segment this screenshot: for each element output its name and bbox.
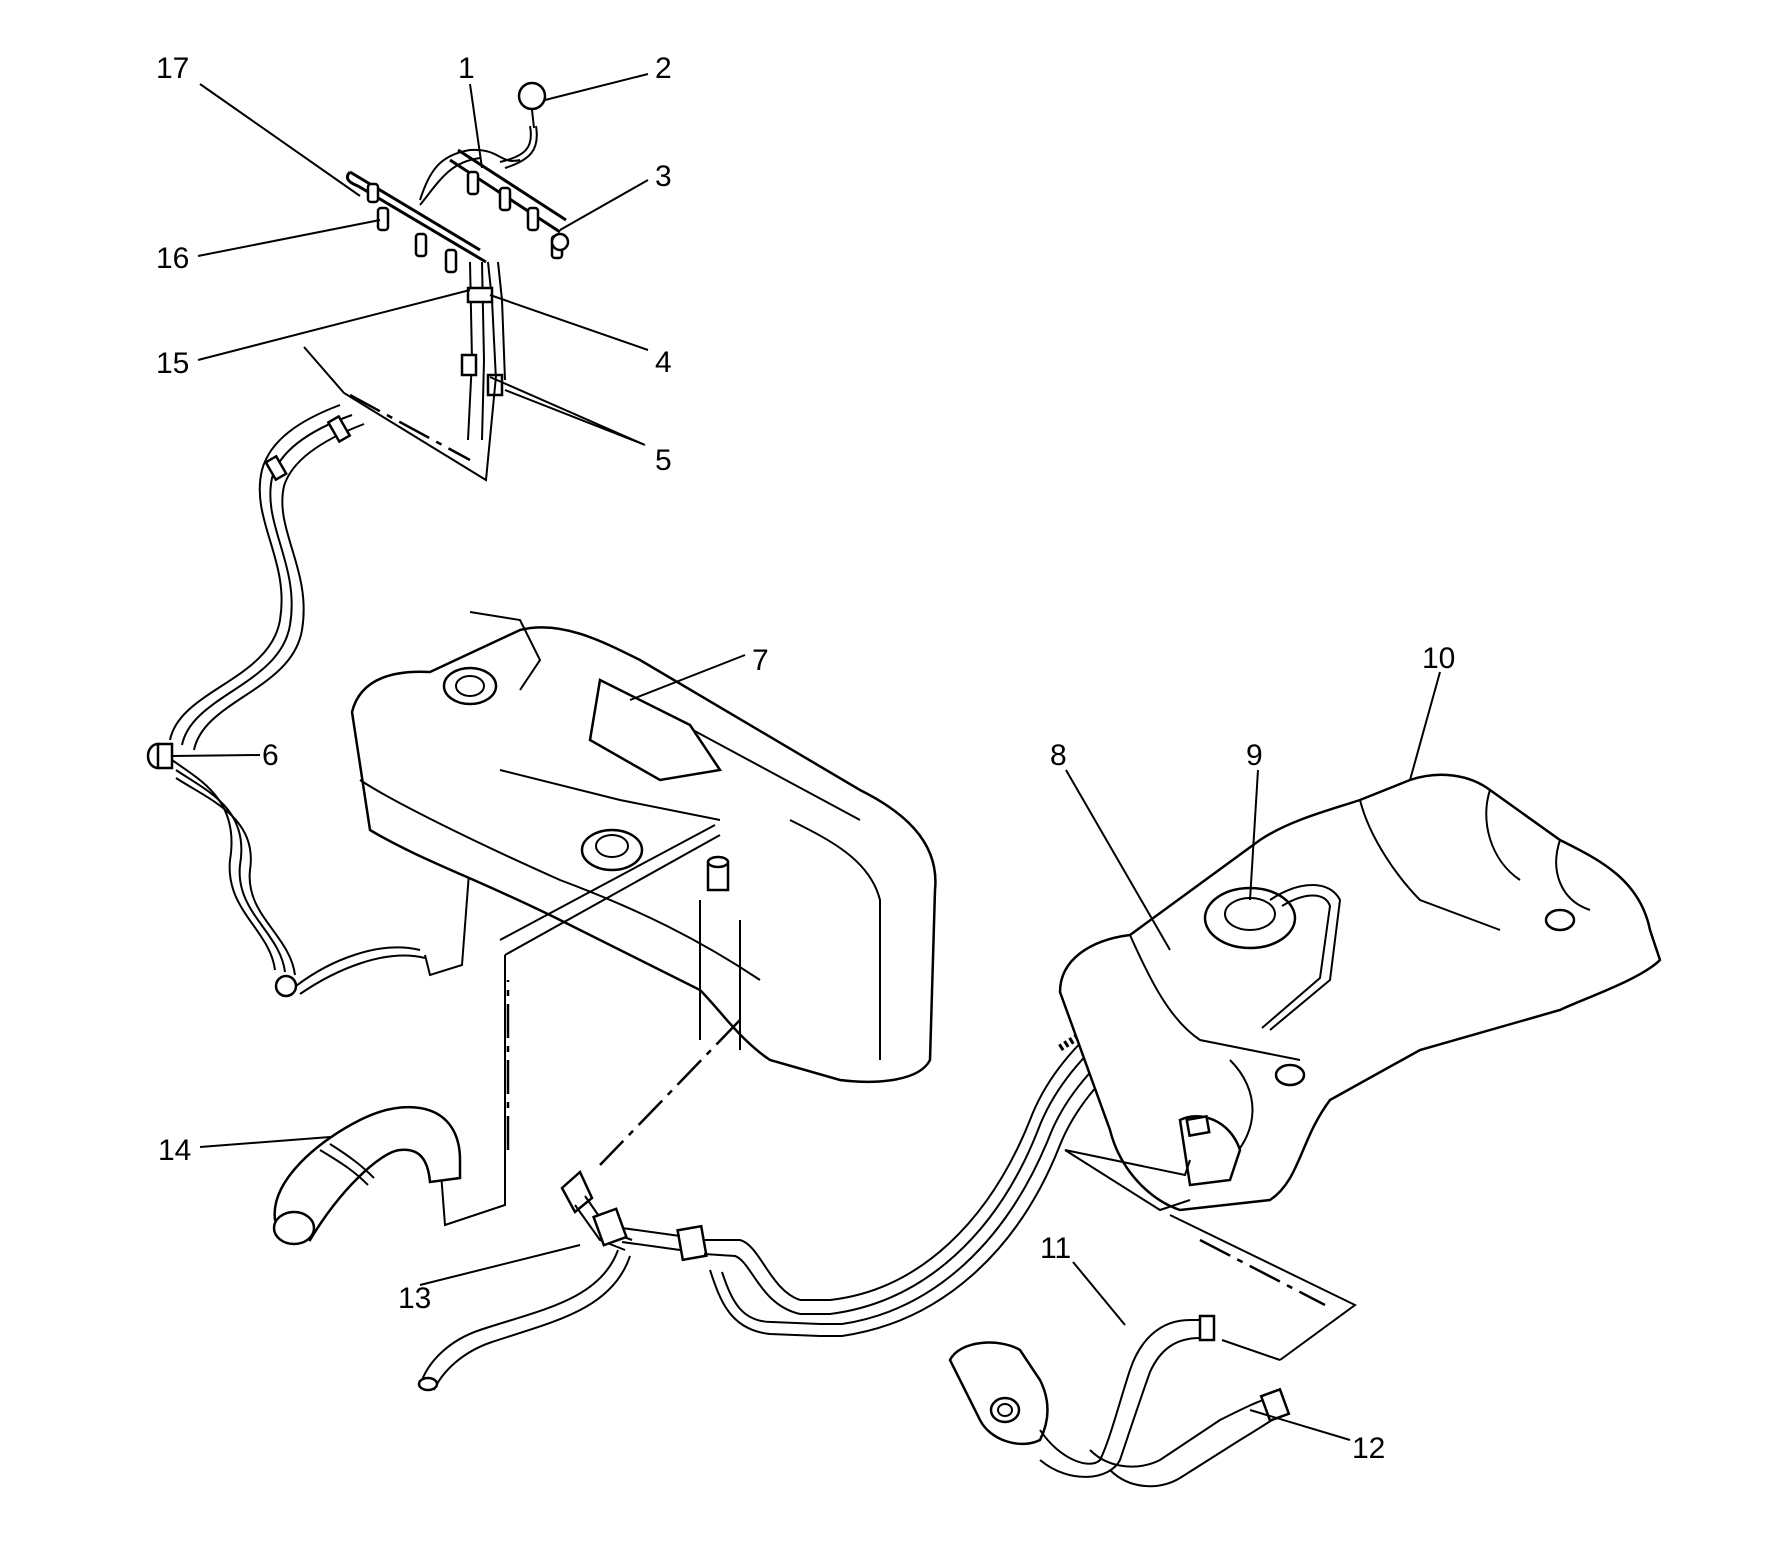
callout-11: 11 (1040, 1232, 1071, 1265)
fuel-rail-assembly (345, 81, 570, 441)
callout-14: 14 (158, 1134, 191, 1167)
fuel-hose-connector (417, 1169, 821, 1392)
callout-8: 8 (1050, 739, 1067, 772)
callout-13: 13 (398, 1282, 431, 1315)
callout-3: 3 (655, 160, 672, 193)
fuel-tank-front (350, 611, 937, 1084)
fuel-tank-rear (1058, 773, 1662, 1212)
callout-2: 2 (655, 52, 672, 85)
callout-10: 10 (1422, 642, 1455, 675)
callout-16: 16 (156, 242, 189, 275)
routing-dash (349, 393, 471, 462)
callout-15: 15 (156, 347, 189, 380)
callout-12: 12 (1352, 1432, 1385, 1465)
leader-lines (171, 73, 1441, 1441)
callout-7: 7 (752, 644, 769, 677)
filler-pipe-assembly (948, 1314, 1291, 1488)
callout-4: 4 (655, 346, 672, 379)
callout-6: 6 (262, 739, 279, 772)
callout-1: 1 (458, 52, 475, 85)
filler-hose (272, 1105, 462, 1246)
callout-17: 17 (156, 52, 189, 85)
break-line (303, 346, 497, 482)
callout-5: 5 (655, 444, 672, 477)
fuel-feed-lines (146, 404, 426, 998)
callout-9: 9 (1246, 739, 1263, 772)
fuel-filter (146, 742, 174, 770)
fuel-pressure-gauge (499, 81, 547, 169)
callout-labels: 1 2 3 4 5 6 7 8 9 10 11 12 13 14 15 16 1… (156, 52, 1455, 1465)
